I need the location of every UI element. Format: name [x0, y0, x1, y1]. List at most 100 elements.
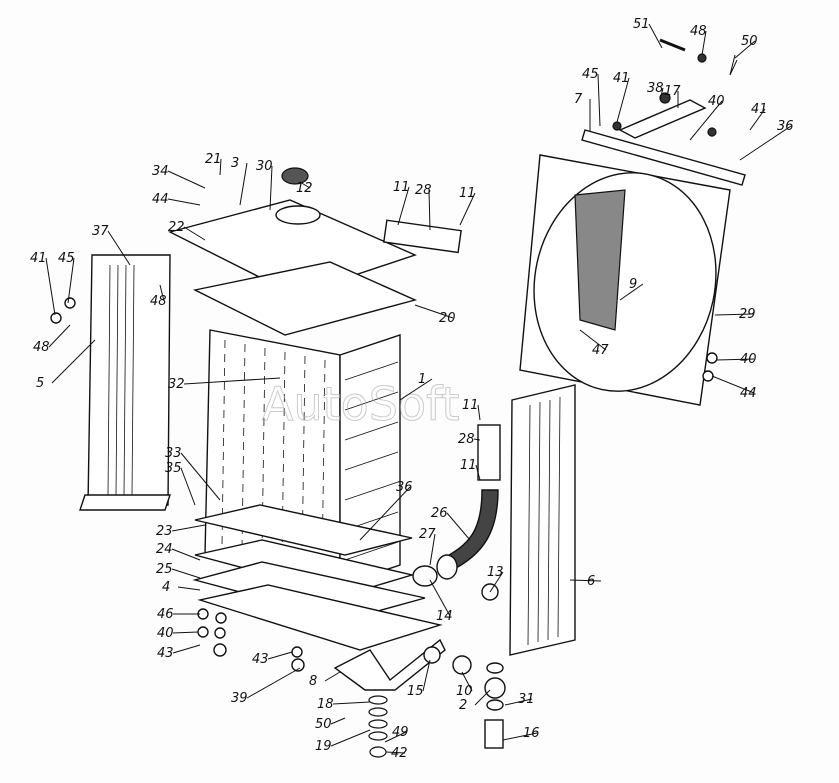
part-label-32: 32 — [168, 377, 185, 392]
part-label-12: 12 — [296, 181, 313, 196]
leader-line — [502, 732, 538, 741]
leader-line — [171, 568, 201, 579]
leader-line — [246, 667, 301, 699]
part-label-15: 15 — [407, 684, 424, 699]
part-label-37: 37 — [92, 224, 109, 239]
leader-line — [477, 404, 481, 421]
leader-line — [359, 486, 411, 541]
part-label-41: 41 — [751, 102, 768, 117]
upper-tank — [168, 167, 418, 336]
part-label-11: 11 — [393, 180, 410, 195]
leader-line — [616, 77, 630, 123]
part-label-17: 17 — [664, 84, 681, 99]
leader-line — [299, 181, 311, 189]
lower-tank-plates — [192, 504, 443, 651]
part-label-50: 50 — [741, 34, 758, 49]
leader-line — [619, 283, 644, 301]
leader-line — [739, 125, 792, 161]
leader-line — [239, 162, 248, 206]
part-label-11: 11 — [462, 398, 479, 413]
part-label-44: 44 — [152, 192, 169, 207]
leader-line — [473, 438, 481, 441]
leader-line — [51, 339, 96, 384]
part-label-41: 41 — [30, 251, 47, 266]
part-label-40: 40 — [708, 94, 725, 109]
leader-line — [504, 698, 533, 706]
part-label-1: 1 — [418, 372, 426, 387]
leader-line — [716, 358, 755, 361]
leader-line — [579, 329, 607, 351]
leader-line — [414, 304, 454, 319]
leader-line — [171, 548, 201, 561]
leader-line — [159, 284, 165, 302]
leader-line — [701, 30, 707, 56]
leader-line — [167, 170, 206, 189]
leader-line — [267, 651, 293, 660]
part-label-39: 39 — [231, 691, 248, 706]
part-label-18: 18 — [317, 697, 334, 712]
leader-line — [180, 467, 196, 506]
top-bracket — [581, 38, 746, 186]
part-label-24: 24 — [156, 542, 173, 557]
part-label-43: 43 — [157, 646, 174, 661]
part-label-48: 48 — [150, 294, 167, 309]
leader-line — [459, 192, 476, 226]
part-label-3: 3 — [231, 156, 239, 171]
part-label-41: 41 — [613, 71, 630, 86]
leader-line — [569, 579, 602, 582]
leader-line — [475, 464, 481, 481]
part-label-29: 29 — [739, 307, 756, 322]
leader-line — [167, 198, 201, 206]
leader-line — [422, 659, 431, 692]
leader-line — [219, 158, 222, 176]
leader-line — [172, 631, 199, 634]
leader-line — [324, 671, 341, 682]
leader-line — [330, 729, 371, 747]
part-label-34: 34 — [152, 164, 169, 179]
hoses — [383, 219, 501, 587]
part-label-46: 46 — [157, 607, 174, 622]
leader-line — [48, 324, 71, 348]
leader-line — [183, 226, 206, 241]
part-label-43: 43 — [252, 652, 269, 667]
part-label-23: 23 — [156, 524, 173, 539]
part-label-45: 45 — [58, 251, 75, 266]
part-label-8: 8 — [309, 674, 317, 689]
leader-line — [397, 186, 410, 226]
part-label-48: 48 — [690, 24, 707, 39]
part-label-11: 11 — [460, 458, 477, 473]
part-label-31: 31 — [518, 692, 535, 707]
part-label-14: 14 — [436, 609, 453, 624]
part-label-42: 42 — [391, 746, 408, 761]
part-label-26: 26 — [431, 506, 448, 521]
leader-line — [749, 108, 766, 131]
part-label-27: 27 — [419, 527, 436, 542]
part-label-6: 6 — [587, 574, 595, 589]
part-label-22: 22 — [168, 220, 185, 235]
part-label-30: 30 — [256, 159, 273, 174]
leader-line — [183, 377, 281, 385]
leader-line — [597, 73, 601, 127]
part-label-7: 7 — [574, 92, 583, 107]
part-label-50: 50 — [315, 717, 332, 732]
part-label-36: 36 — [396, 480, 413, 495]
part-label-35: 35 — [165, 461, 182, 476]
part-label-45: 45 — [582, 67, 599, 82]
part-label-40: 40 — [740, 352, 757, 367]
part-label-47: 47 — [592, 343, 609, 358]
leader-line — [461, 671, 473, 692]
part-label-33: 33 — [165, 446, 182, 461]
leader-line — [330, 717, 346, 725]
leader-line — [171, 524, 206, 532]
watermark: AutoSoft — [262, 377, 460, 431]
leader-line — [107, 230, 131, 266]
part-label-5: 5 — [36, 376, 44, 391]
leader-line — [67, 257, 75, 304]
part-label-4: 4 — [162, 580, 170, 595]
part-label-2: 2 — [459, 698, 467, 713]
part-label-38: 38 — [647, 81, 664, 96]
leader-line — [474, 689, 491, 706]
